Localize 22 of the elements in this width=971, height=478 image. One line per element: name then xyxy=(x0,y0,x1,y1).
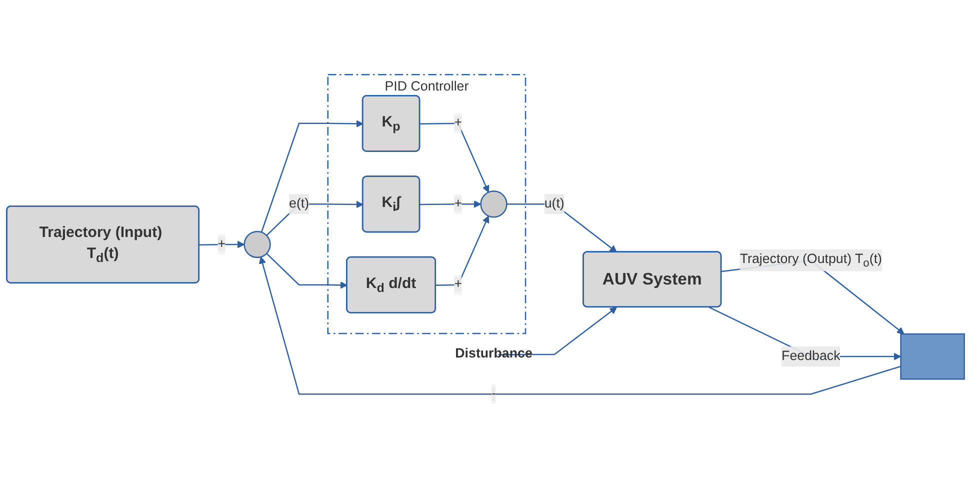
arrow xyxy=(266,200,364,236)
node-bar xyxy=(900,332,965,380)
edge-label: e(t) xyxy=(289,196,310,210)
edge-label: Feedback xyxy=(782,348,840,363)
edge-label: u(t) xyxy=(544,196,564,210)
edge-label: + xyxy=(454,196,462,210)
edge-label: - xyxy=(492,386,496,400)
arrow xyxy=(260,120,364,232)
node-text: Disturbance xyxy=(455,346,532,361)
edge-label: + xyxy=(454,115,462,130)
edge-label: Trajectory (Output) T$_{o}$(t) xyxy=(740,252,882,268)
arrow xyxy=(498,306,617,356)
arrow xyxy=(199,240,245,248)
arrow xyxy=(506,203,617,252)
edge-label: + xyxy=(454,276,462,292)
edge-label: + xyxy=(218,236,226,251)
arrow xyxy=(266,252,348,288)
arrow xyxy=(420,122,490,192)
node-circle xyxy=(244,230,271,258)
arrow xyxy=(436,215,490,286)
node-circle xyxy=(480,190,508,218)
arrow xyxy=(420,200,482,208)
